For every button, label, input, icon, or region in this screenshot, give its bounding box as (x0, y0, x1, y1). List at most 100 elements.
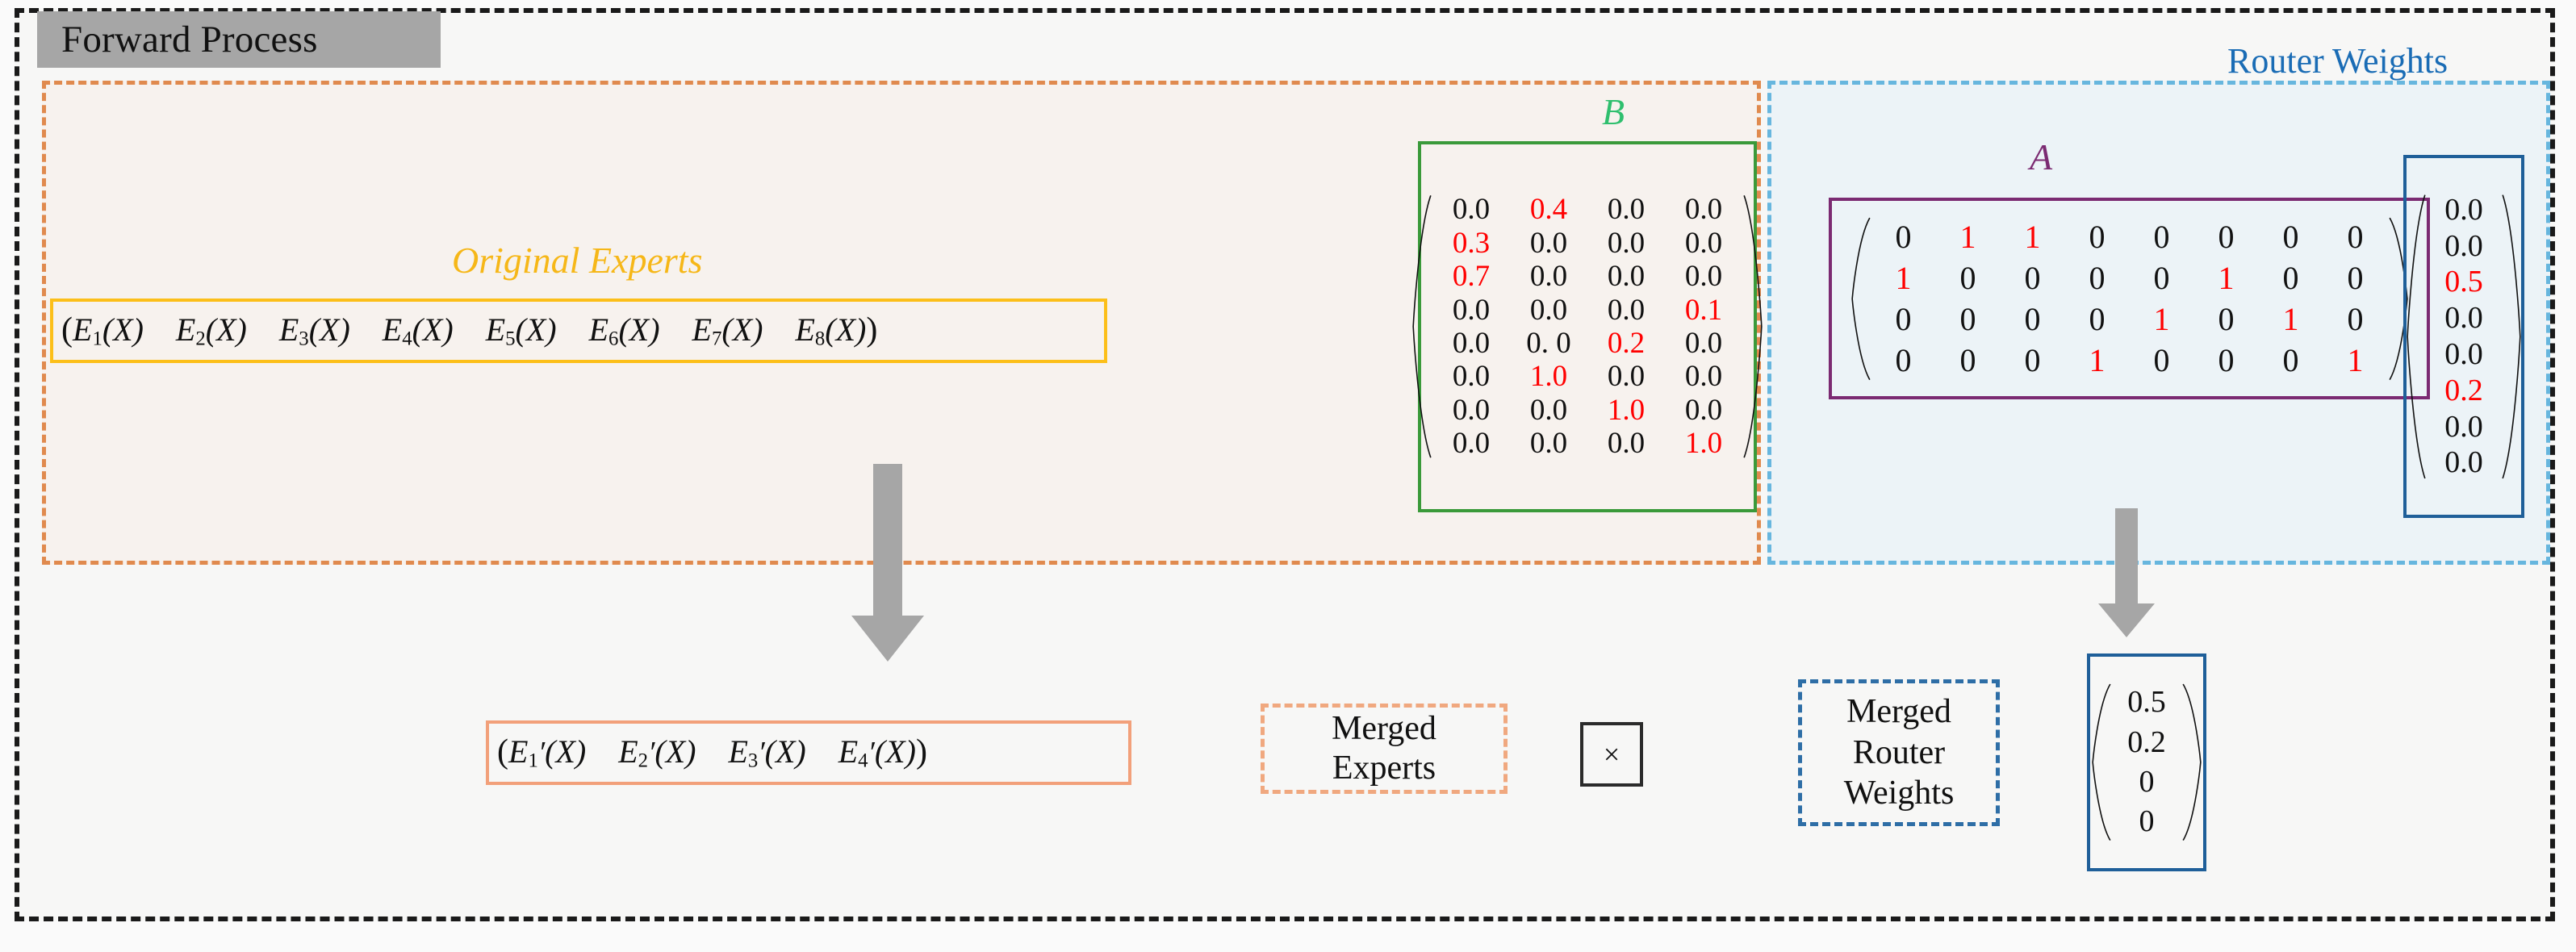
matrix-cell: 0 (2347, 301, 2364, 337)
matrix-cell: 0.0 (2444, 192, 2483, 227)
matrix-cell: 0.0 (1607, 193, 1646, 227)
matrix-left-paren (2406, 192, 2427, 482)
router-weights-label: Router Weights (2227, 41, 2448, 81)
matrix-cell: 0.4 (1529, 193, 1568, 227)
merged-router-legend-line-3: Weights (1843, 775, 1955, 812)
matrix-cell: 0 (2218, 218, 2235, 255)
matrix-cell: 0 (1959, 259, 1976, 296)
matrix-cell: 0 (2347, 218, 2364, 255)
matrix-cell: 0 (1895, 301, 1912, 337)
expert-term: E7(X) (692, 311, 763, 350)
multiply-icon: × (1603, 738, 1620, 770)
matrix-cell: 1 (2282, 301, 2299, 337)
open-paren: ( (61, 311, 73, 349)
matrix-cell: 0 (1895, 218, 1912, 255)
merged-experts-legend-line-1: Merged (1332, 710, 1436, 748)
matrix-cell: 0 (2024, 342, 2041, 379)
matrix-cell: 0.0 (1529, 427, 1568, 461)
expert-term: E2(X) (175, 311, 247, 350)
matrix-cell: 0.0 (1452, 327, 1491, 360)
merged-router-legend-line-2: Router (1852, 733, 1946, 771)
matrix-cell: 0.1 (1684, 293, 1723, 327)
expert-term: E6(X) (588, 311, 660, 350)
expert-term: E2′(X) (618, 733, 696, 772)
matrix-cell: 0.2 (2127, 724, 2166, 759)
matrix-right-paren (2501, 192, 2522, 482)
matrix-cell: 0.3 (1452, 226, 1491, 260)
matrix-row: 0.2 (2112, 723, 2181, 762)
matrix-cell: 0.0 (1684, 360, 1723, 394)
open-paren: ( (497, 733, 508, 771)
multiply-operator-box: × (1580, 722, 1643, 787)
page-title: Forward Process (37, 11, 441, 68)
matrix-right-paren (2181, 683, 2202, 842)
matrix-cell: 0 (2089, 259, 2106, 296)
matrix-a-label: A (2030, 136, 2053, 177)
matrix-cell: 0.0 (1452, 360, 1491, 394)
matrix-cell: 0 (2024, 301, 2041, 337)
matrix-cell: 0.5 (2127, 685, 2166, 720)
expert-term: (E1′(X) (497, 733, 587, 772)
close-paren: ) (915, 733, 927, 771)
matrix-left-paren (1850, 216, 1871, 382)
matrix-cell: 0.0 (1607, 293, 1646, 327)
merged-router-legend-line-1: Merged (1846, 693, 1951, 731)
down-arrow-icon-router (2098, 508, 2155, 637)
matrix-cell: 0.0 (1607, 226, 1646, 260)
matrix-cell: 0.0 (2444, 301, 2483, 336)
matrix-cell: 1 (2089, 342, 2106, 379)
matrix-cell: 0 (2153, 259, 2170, 296)
matrix-cell: 0 (2024, 259, 2041, 296)
matrix-cell: 0 (1959, 301, 1976, 337)
down-arrow-icon-experts (851, 464, 924, 662)
matrix-cell: 0.0 (1607, 427, 1646, 461)
original-experts-row: (E1(X)E2(X)E3(X)E4(X)E5(X)E6(X)E7(X)E8(X… (53, 311, 877, 350)
matrix-cell: 0 (2139, 765, 2155, 799)
matrix-cell: 0.0 (1452, 427, 1491, 461)
matrix-cell: 0 (2218, 342, 2235, 379)
matrix-cell: 1 (2024, 218, 2041, 255)
matrix-cell: 0 (2282, 218, 2299, 255)
matrix-cell: 0.0 (2444, 337, 2483, 371)
matrix-cell: 0.0 (1452, 393, 1491, 427)
matrix-cell: 1.0 (1684, 427, 1723, 461)
matrix-cell: 0 (2218, 301, 2235, 337)
matrix-cell: 1.0 (1607, 393, 1646, 427)
expert-term: E4(X) (382, 311, 454, 350)
matrix-cell: 1 (2347, 342, 2364, 379)
matrix-cell: 0.0 (1452, 193, 1491, 227)
merged-experts-vector: (E1′(X)E2′(X)E3′(X)E4′(X)) (486, 720, 1131, 785)
matrix-cell: 0.0 (2444, 445, 2483, 480)
matrix-cell: 0.0 (1529, 293, 1568, 327)
matrix-row: 0 (2112, 802, 2181, 841)
matrix-cell: 0.0 (1684, 226, 1723, 260)
matrix-row: 0.0 (2427, 300, 2501, 336)
matrix-row: 0.0 (2427, 445, 2501, 481)
matrix-cell: 1 (1959, 218, 1976, 255)
original-experts-label: Original Experts (452, 240, 703, 281)
matrix-cell: 0.0 (2444, 228, 2483, 263)
matrix-cell: 0.0 (1684, 260, 1723, 294)
matrix-cell: 1 (2218, 259, 2235, 296)
matrix-cell: 0.0 (1529, 260, 1568, 294)
matrix-row: 0.0 (2427, 192, 2501, 228)
matrix-cell: 0 (2282, 342, 2299, 379)
